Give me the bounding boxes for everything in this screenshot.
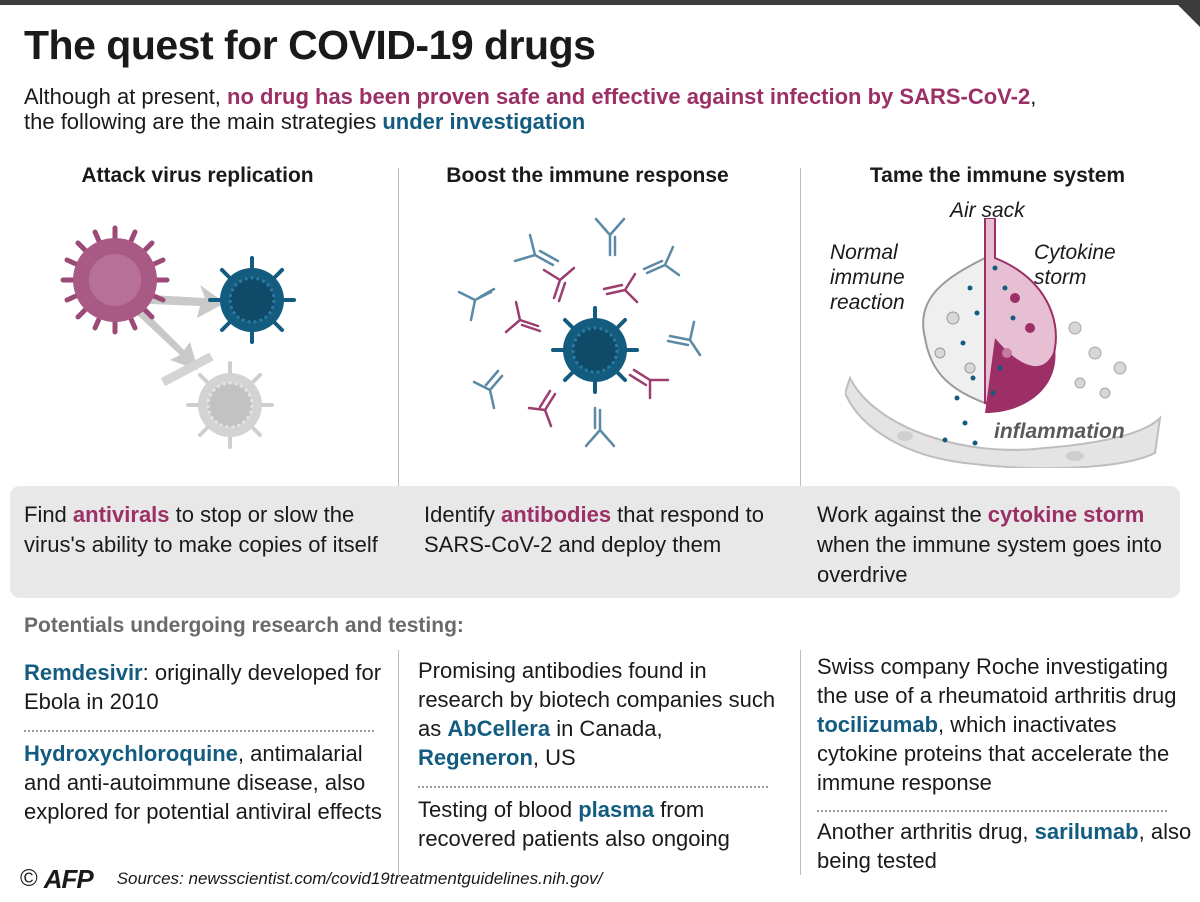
research-heading: Potentials undergoing research and testi… [24, 614, 464, 637]
research-remdesivir: Remdesivir: originally developed for Ebo… [24, 660, 382, 714]
research-hydroxychloroquine: Hydroxychloroquine, antimalarial and ant… [24, 741, 382, 824]
cytokine-dots-icon [942, 265, 1016, 446]
heading-boost-immune: Boost the immune response [446, 164, 729, 187]
capillary-icon [845, 375, 1162, 468]
antibody-magenta-icon [504, 266, 670, 428]
desc-antibodies: Identify antibodies that respond to SARS… [424, 502, 764, 557]
research-antibodies: Promising antibodies found in research b… [418, 658, 776, 770]
strategy-band [10, 486, 1180, 598]
label-normal-reaction: Normal immune reaction [830, 241, 905, 314]
research-plasma: Testing of blood plasma from recovered p… [418, 797, 730, 851]
intro-highlight: no drug has been proven safe and effecti… [227, 84, 1031, 109]
grey-virus-icon [186, 361, 274, 449]
heading-attack-virus: Attack virus replication [81, 164, 314, 187]
intro-highlight-2: under investigation [382, 109, 586, 134]
dotted-separator [418, 786, 768, 788]
afp-logo: AFP [43, 863, 94, 894]
divider-4 [800, 650, 801, 875]
label-cytokine-storm: Cytokine storm [1034, 241, 1116, 289]
heading-tame-immune: Tame the immune system [869, 164, 1126, 187]
grey-arrows-icon [132, 285, 225, 387]
research-tocilizumab: Swiss company Roche investigating the us… [817, 654, 1177, 795]
dotted-separator [24, 730, 374, 732]
intro-text: Although at present, no drug has been pr… [24, 84, 1037, 134]
label-air-sack: Air sack [950, 199, 1025, 222]
divider-3 [398, 650, 399, 875]
label-inflammation: inflammation [994, 420, 1125, 443]
air-sack-illustration [845, 218, 1162, 468]
magenta-virus-icon [60, 225, 170, 335]
copyright-icon: © [20, 865, 38, 892]
sources-text: Sources: newsscientist.com/covid19treatm… [116, 869, 603, 888]
immune-cells-icon [1068, 321, 1127, 399]
divider-1 [398, 168, 399, 598]
divider-2 [800, 168, 801, 598]
antibodies-illustration [457, 217, 702, 448]
virus-replication-illustration [60, 225, 296, 449]
blue-virus-center-icon [551, 306, 639, 394]
corner-mark [1178, 5, 1200, 27]
blue-virus-icon [208, 256, 296, 344]
desc-cytokine: Work against the cytokine storm when the… [817, 502, 1162, 587]
footer: © AFP Sources: newsscientist.com/covid19… [20, 864, 602, 894]
alveolus-normal-icon [922, 218, 986, 405]
research-sarilumab: Another arthritis drug, sarilumab, also … [817, 819, 1192, 873]
page-title: The quest for COVID-19 drugs [24, 22, 596, 68]
dotted-separator [817, 810, 1167, 812]
top-bar [0, 0, 1200, 5]
alveolus-storm-icon [984, 218, 1057, 413]
desc-antivirals: Find antivirals to stop or slow the viru… [24, 502, 378, 557]
antibody-blue-icon [457, 217, 702, 448]
